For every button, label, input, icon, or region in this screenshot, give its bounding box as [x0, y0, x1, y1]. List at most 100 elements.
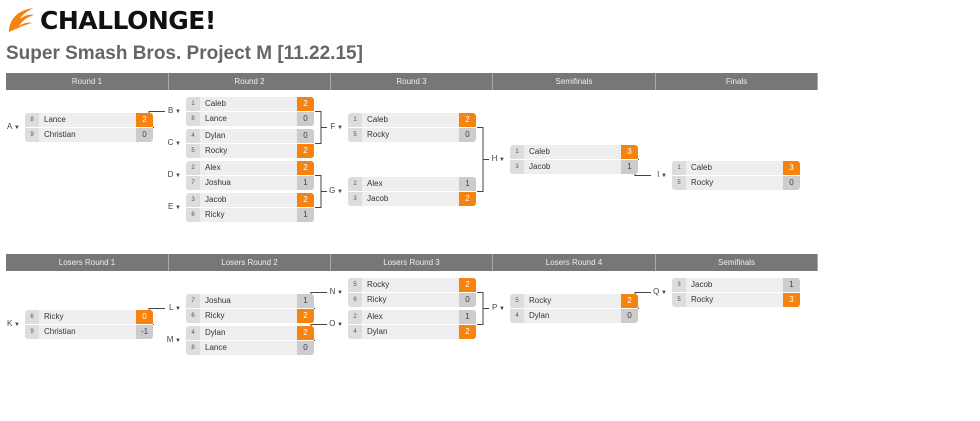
- player-name: Christian: [39, 128, 136, 142]
- player-name: Christian: [39, 325, 136, 339]
- match-menu-P[interactable]: P ▼: [489, 303, 505, 312]
- dropdown-caret-icon: ▼: [173, 306, 181, 312]
- seed: 5: [348, 128, 362, 142]
- challonge-logo[interactable]: CHALLONGE!: [6, 5, 216, 35]
- score: 0: [459, 293, 476, 307]
- seed: 5: [510, 294, 524, 308]
- match-menu-L[interactable]: L ▼: [165, 303, 181, 312]
- match-menu-E[interactable]: E ▼: [165, 202, 181, 211]
- dropdown-caret-icon: ▼: [173, 338, 181, 344]
- seed: 8: [186, 341, 200, 355]
- match-identifier: B: [168, 106, 174, 115]
- seed: 3: [672, 278, 686, 292]
- seed: 7: [186, 294, 200, 308]
- match-identifier: A: [7, 122, 13, 131]
- match-menu-D[interactable]: D ▼: [165, 170, 181, 179]
- match-menu-B[interactable]: B ▼: [165, 106, 181, 115]
- seed: 6: [186, 208, 200, 222]
- score: 1: [783, 278, 800, 292]
- dropdown-caret-icon: ▼: [659, 173, 667, 179]
- dropdown-caret-icon: ▼: [335, 189, 343, 195]
- match-menu-Q[interactable]: Q ▼: [651, 287, 667, 296]
- dropdown-caret-icon: ▼: [497, 157, 505, 163]
- player-name: Ricky: [200, 208, 297, 222]
- connector-line: [477, 127, 484, 160]
- match-menu-M[interactable]: M ▼: [165, 335, 181, 344]
- match-identifier: C: [167, 138, 174, 147]
- match-identifier: M: [166, 335, 174, 344]
- seed: 2: [348, 177, 362, 191]
- score: -1: [136, 325, 153, 339]
- match-menu-A[interactable]: A ▼: [4, 122, 20, 131]
- player-name: Alex: [200, 161, 297, 175]
- match-menu-F[interactable]: F ▼: [327, 122, 344, 131]
- seed: 8: [186, 112, 200, 126]
- match-menu-N[interactable]: N ▼: [327, 287, 343, 296]
- match-menu-K[interactable]: K ▼: [4, 319, 20, 328]
- score: 3: [621, 145, 638, 159]
- match-menu-O[interactable]: O ▼: [327, 319, 343, 328]
- round-header: Losers Round 1: [6, 254, 169, 271]
- dropdown-caret-icon: ▼: [335, 125, 343, 131]
- match-identifier: I: [657, 170, 660, 179]
- match-menu-H[interactable]: H ▼: [489, 154, 505, 163]
- dropdown-caret-icon: ▼: [335, 290, 343, 296]
- match-menu-I[interactable]: I ▼: [651, 170, 667, 179]
- score: 2: [459, 325, 476, 339]
- match-menu-G[interactable]: G ▼: [327, 186, 343, 195]
- match-menu-C[interactable]: C ▼: [165, 138, 181, 147]
- score: 0: [783, 176, 800, 190]
- player-name: Dylan: [362, 325, 459, 339]
- connector-line: [315, 111, 322, 128]
- seed: 5: [672, 293, 686, 307]
